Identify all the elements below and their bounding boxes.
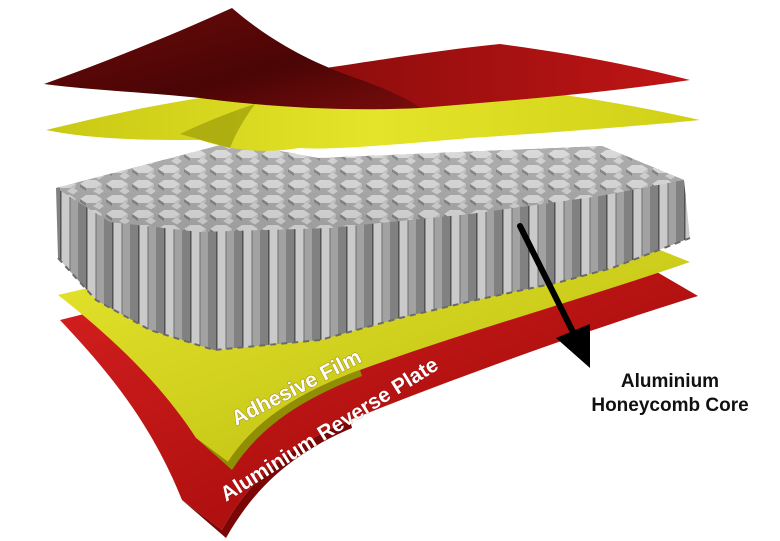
top-plate-sheet-dark [44, 8, 420, 110]
reverse-plate-edge [182, 420, 352, 538]
core-label-line2: Honeycomb Core [591, 395, 749, 416]
adhesive-film-top-fold [180, 104, 255, 148]
top-plate-sheet-red [300, 44, 690, 108]
adhesive-film-bottom-edge [196, 370, 362, 470]
core-pointer-arrow [517, 223, 590, 368]
honeycomb-core-bottom-edge [57, 237, 691, 352]
honeycomb-core-label: Aluminium Honeycomb Core [570, 370, 770, 418]
core-label-line1: Aluminium [620, 371, 720, 392]
